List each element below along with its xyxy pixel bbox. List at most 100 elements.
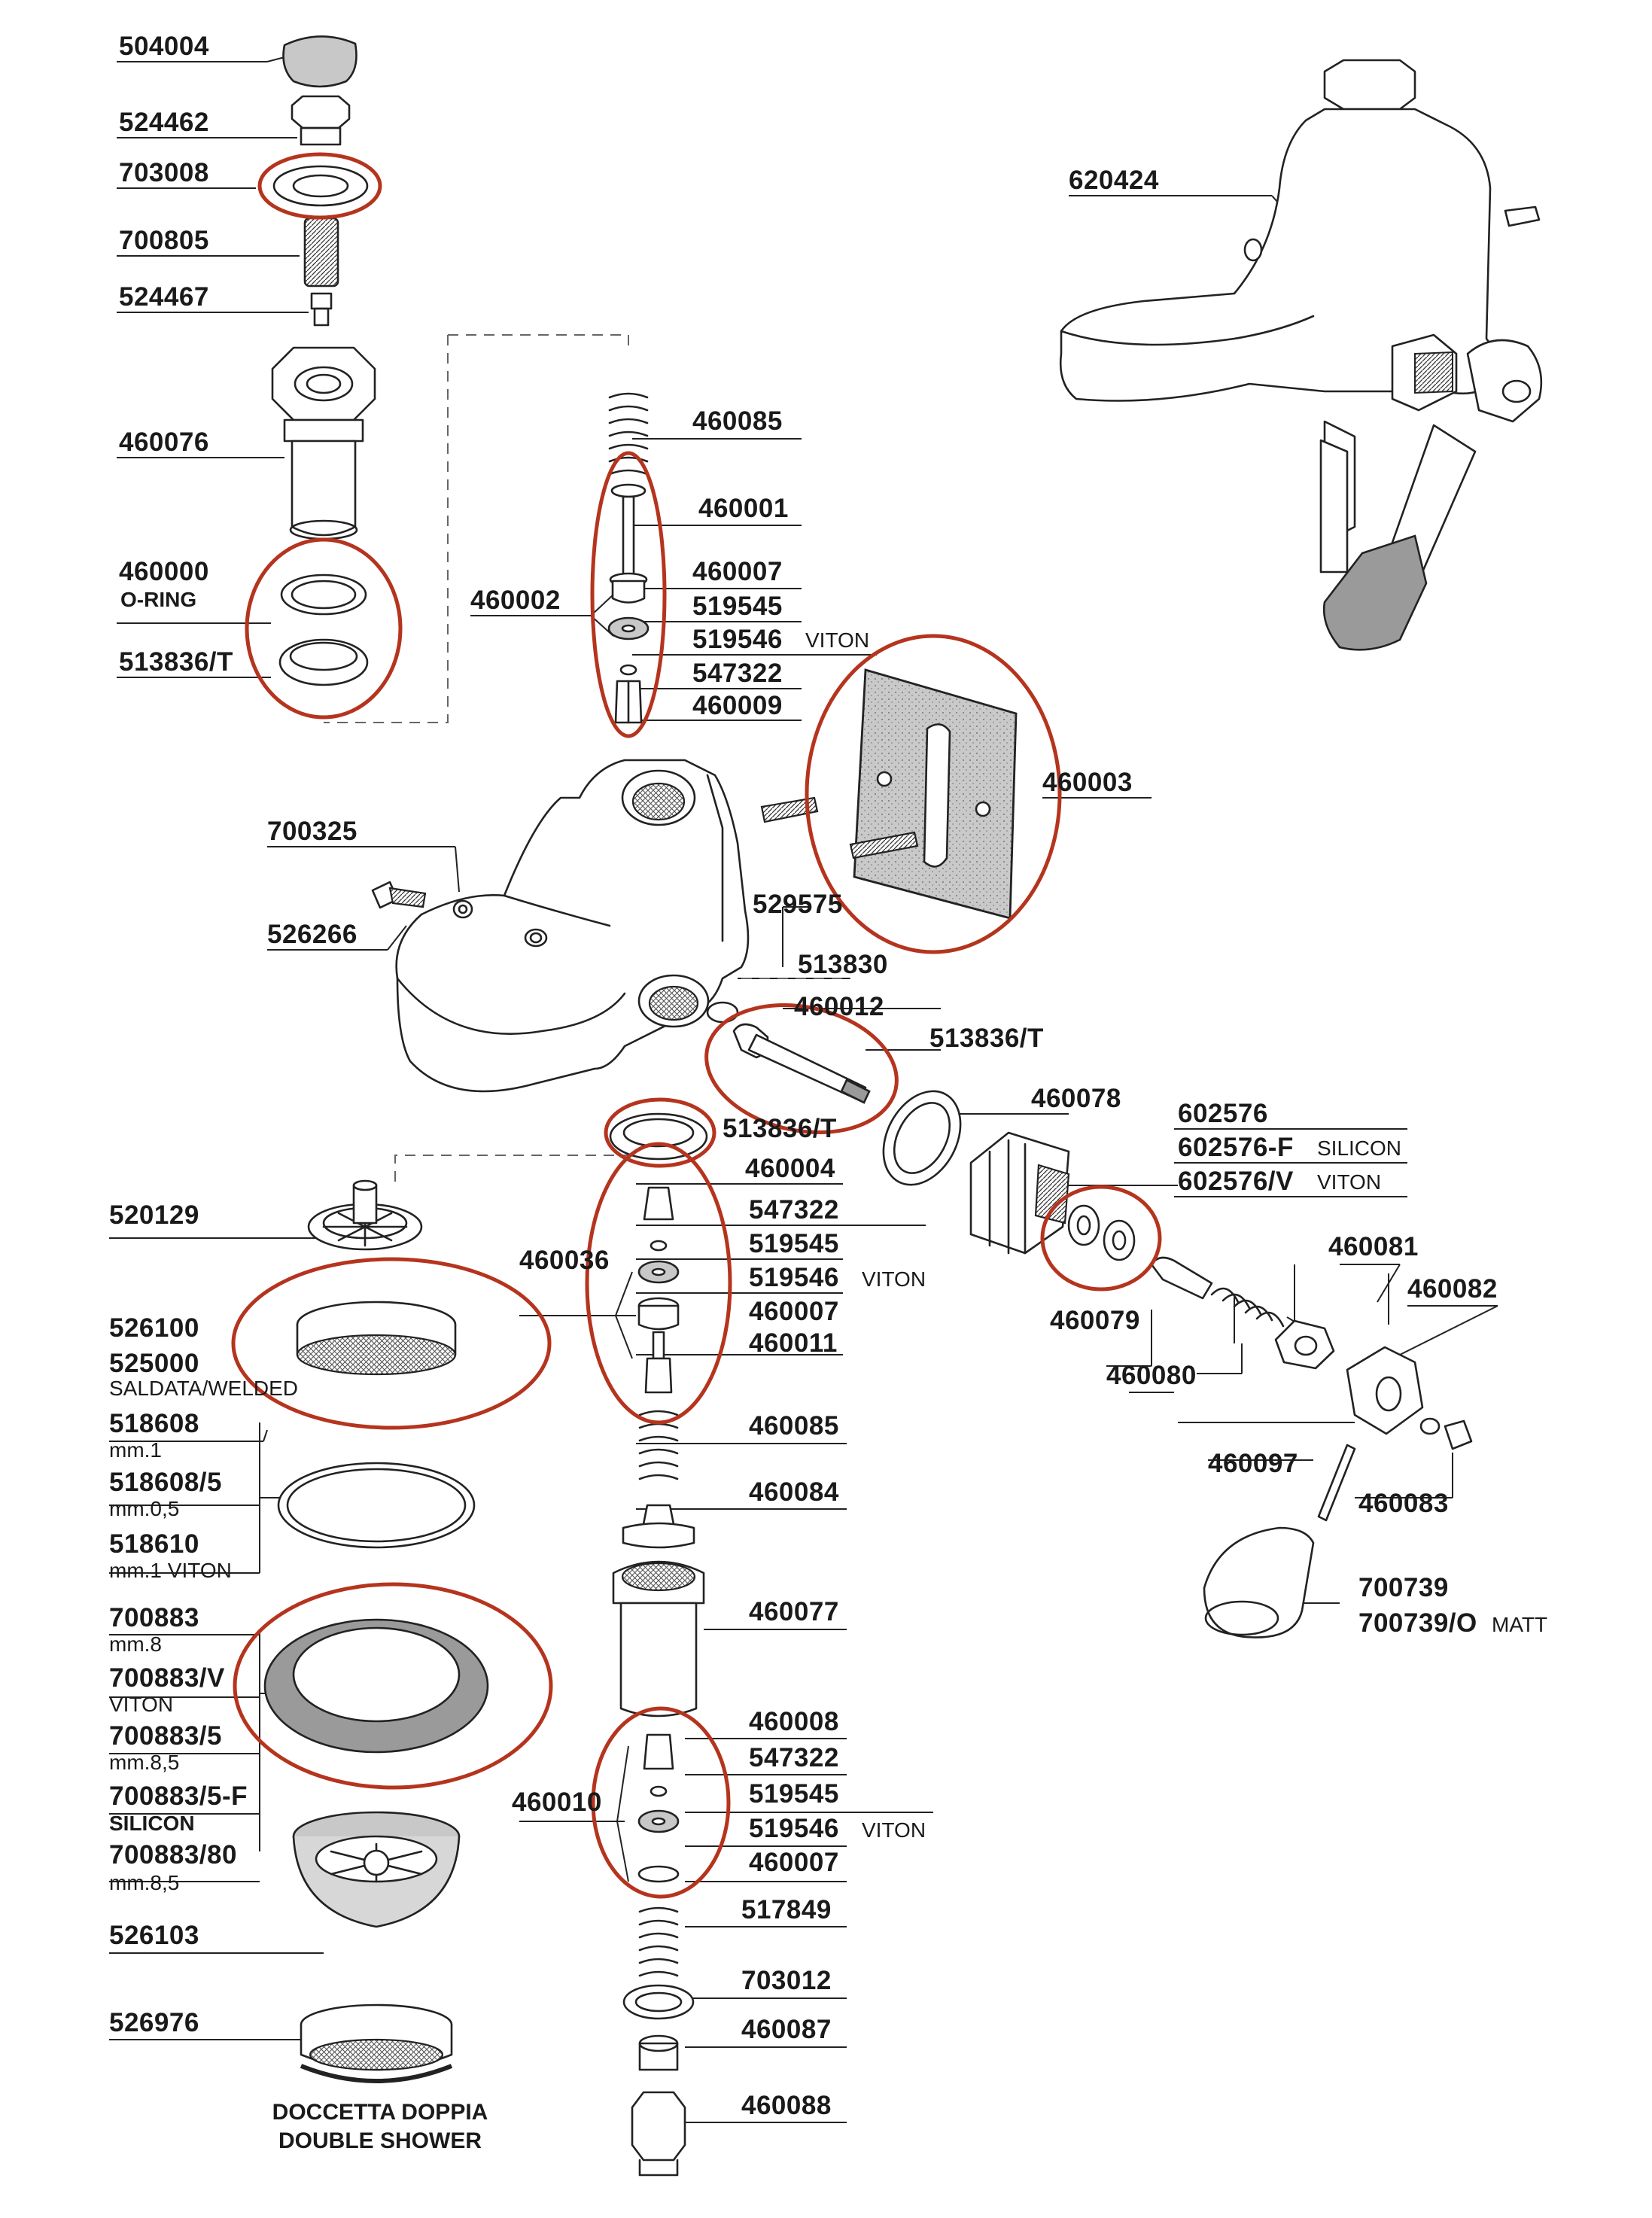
spring-517849	[638, 1906, 679, 1977]
label-700739O: 700739/O	[1358, 1608, 1477, 1638]
label-460083: 460083	[1358, 1489, 1449, 1518]
oring-547322-top	[619, 664, 637, 676]
label-460079: 460079	[1050, 1306, 1140, 1335]
label-460012: 460012	[794, 992, 884, 1021]
highlight-shower-screen	[231, 1257, 552, 1430]
gasket-518608	[277, 1462, 476, 1549]
label-519545-bot: 519545	[749, 1779, 839, 1809]
label-460078: 460078	[1031, 1084, 1121, 1113]
gasket-700883	[263, 1618, 489, 1754]
label-525000-note: SALDATA/WELDED	[109, 1377, 299, 1400]
label-700325: 700325	[267, 817, 357, 846]
seat-460007-top	[611, 580, 646, 604]
pin-460012	[732, 1023, 871, 1104]
label-700739: 700739	[1358, 1573, 1449, 1602]
screw-526266	[371, 881, 427, 909]
label-519546-top: 519546	[692, 625, 783, 654]
gasket-513836T-top	[278, 638, 369, 686]
shower-holder-520129	[307, 1179, 423, 1251]
label-460088: 460088	[741, 2091, 832, 2120]
label-602576F-silicon: SILICON	[1317, 1136, 1402, 1160]
cap-504004	[282, 35, 357, 88]
label-504004: 504004	[119, 32, 209, 61]
label-547322-mid: 547322	[749, 1195, 839, 1225]
label-460007-bot: 460007	[749, 1848, 839, 1877]
nozzle-460088	[631, 2091, 686, 2162]
label-602576F: 602576-F	[1178, 1133, 1294, 1162]
label-460087: 460087	[741, 2015, 832, 2044]
label-526266: 526266	[267, 920, 357, 949]
label-700883-5: 700883/5	[109, 1721, 222, 1751]
label-524467: 524467	[119, 282, 209, 312]
label-460009: 460009	[692, 691, 783, 720]
label-460082: 460082	[1407, 1274, 1498, 1304]
label-518608-5: 518608/5	[109, 1468, 222, 1497]
highlight-seals-602576	[1040, 1185, 1162, 1292]
label-460003: 460003	[1042, 768, 1133, 797]
plate-460003	[853, 668, 1018, 920]
label-513830: 513830	[798, 950, 888, 979]
label-513836T-c: 513836/T	[723, 1114, 837, 1143]
label-518608-5-note: mm.0,5	[109, 1497, 180, 1520]
washer-703012	[622, 1984, 695, 2020]
label-602576V-viton: VITON	[1317, 1170, 1382, 1194]
label-526100: 526100	[109, 1313, 199, 1343]
label-620424: 620424	[1069, 166, 1159, 195]
label-547322-top: 547322	[692, 659, 783, 688]
label-viton-mid: VITON	[862, 1267, 926, 1291]
label-518610: 518610	[109, 1529, 199, 1559]
label-518610-note: mm.1 VITON	[109, 1559, 232, 1582]
highlight-plate-460003	[805, 634, 1062, 954]
label-524462: 524462	[119, 108, 209, 137]
nut-524462	[291, 95, 351, 129]
label-460097: 460097	[1208, 1449, 1298, 1478]
label-460008: 460008	[749, 1707, 839, 1736]
highlight-valve-stack-top	[590, 451, 667, 738]
label-460076: 460076	[119, 427, 209, 457]
shower-screen-526100	[296, 1301, 457, 1376]
stud-529575-b	[849, 831, 919, 860]
label-460085-mid: 460085	[749, 1411, 839, 1441]
label-529575: 529575	[753, 890, 843, 919]
label-shower-en: DOUBLE SHOWER	[278, 2128, 482, 2153]
label-703008: 703008	[119, 158, 209, 187]
double-shower-526976	[300, 2004, 453, 2083]
label-700883-80: 700883/80	[109, 1840, 237, 1870]
nut-460081	[1274, 1319, 1335, 1370]
assembly-dashed-lines	[324, 334, 850, 1185]
label-460085-top: 460085	[692, 406, 783, 436]
highlight-circles	[231, 152, 1162, 1899]
label-517849: 517849	[741, 1895, 832, 1924]
label-viton-top: VITON	[805, 628, 870, 652]
label-547322-bot: 547322	[749, 1743, 839, 1772]
pin-460097	[1317, 1444, 1356, 1522]
label-460007-top: 460007	[692, 557, 783, 586]
left-column-parts	[271, 35, 376, 686]
filter-basket-526103	[292, 1811, 461, 1928]
assembled-group-620424	[1059, 59, 1543, 651]
highlight-oring-gasket-left	[245, 537, 403, 720]
cap-460084	[622, 1522, 695, 1549]
fitting-460076	[271, 346, 376, 421]
stud-529575-a	[760, 796, 819, 823]
label-700883-5F-note: SILICON	[109, 1812, 195, 1835]
label-513836T-b: 513836/T	[929, 1024, 1044, 1053]
label-519545-mid: 519545	[749, 1229, 839, 1258]
label-700883-5F: 700883/5-F	[109, 1781, 248, 1811]
label-513836T-a: 513836/T	[119, 647, 233, 677]
label-518608: 518608	[109, 1409, 199, 1438]
label-518608-note: mm.1	[109, 1438, 162, 1462]
label-700883-5-note: mm.8,5	[109, 1751, 180, 1774]
label-700883: 700883	[109, 1603, 199, 1632]
label-460084: 460084	[749, 1477, 839, 1507]
group-head-body	[395, 759, 750, 1093]
seal-602576-b	[1103, 1219, 1136, 1261]
label-460004: 460004	[745, 1154, 835, 1183]
label-602576V: 602576/V	[1178, 1167, 1294, 1196]
highlight-valve-stack-bot	[591, 1706, 731, 1899]
label-700883V-note: VITON	[109, 1693, 174, 1716]
label-460002: 460002	[470, 586, 561, 615]
highlight-gasket-700883	[233, 1582, 553, 1790]
lever-460082	[1346, 1346, 1424, 1435]
